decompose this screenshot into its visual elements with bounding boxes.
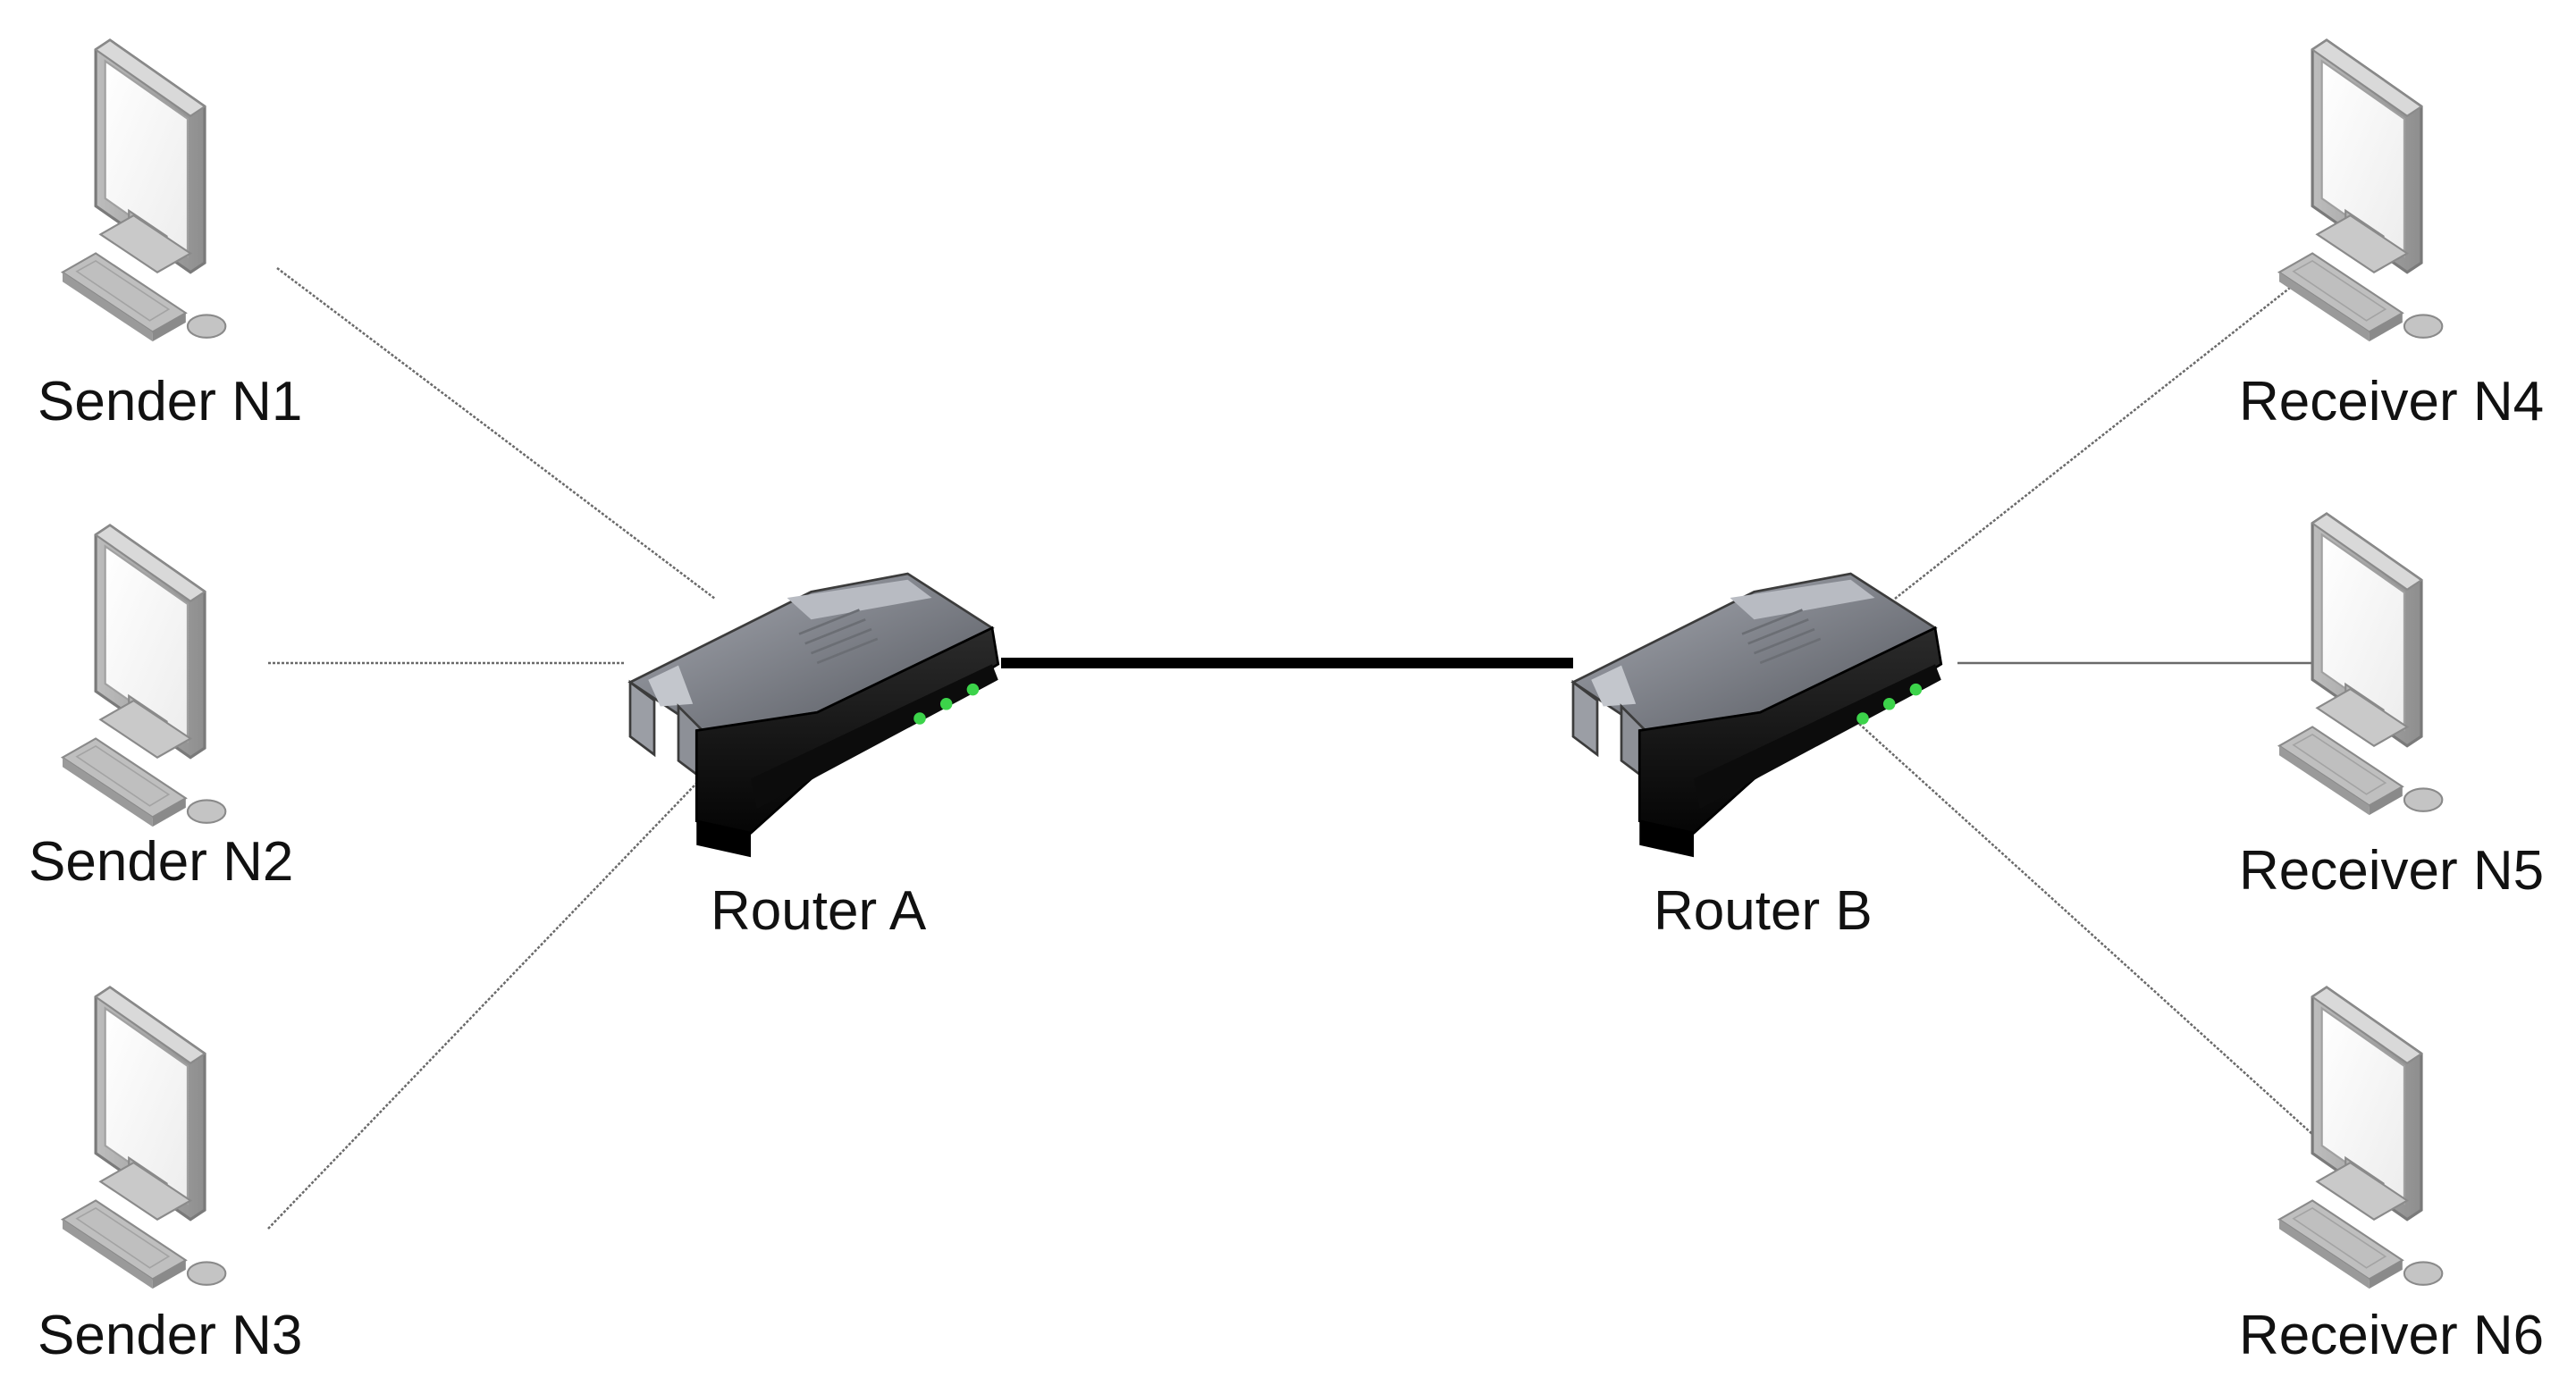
sender-n1[interactable]: [61, 38, 227, 343]
sender-n2[interactable]: [61, 524, 227, 828]
router-icon: [1571, 572, 1943, 859]
link-router-b-n4: [1894, 267, 2316, 600]
sender-n3[interactable]: [61, 986, 227, 1290]
router-b[interactable]: [1571, 572, 1943, 859]
receiver-n4[interactable]: [2277, 38, 2444, 343]
links: [267, 267, 2334, 1230]
router-a-label: Router A: [711, 880, 927, 942]
link-router-b-n6: [1858, 723, 2334, 1154]
receiver-n5[interactable]: [2277, 512, 2444, 817]
router-a[interactable]: [628, 572, 1000, 859]
receiver-n6-label: Receiver N6: [2239, 1305, 2544, 1366]
sender-n3-label: Sender N3: [38, 1305, 302, 1366]
receiver-n6[interactable]: [2277, 986, 2444, 1290]
link-n1-router-a: [276, 267, 716, 600]
desktop-computer-icon: [2277, 512, 2444, 817]
router-b-label: Router B: [1654, 880, 1873, 942]
desktop-computer-icon: [2277, 38, 2444, 343]
router-icon: [628, 572, 1000, 859]
receiver-n5-label: Receiver N5: [2239, 840, 2544, 902]
link-n3-router-a: [267, 763, 716, 1230]
receiver-n4-label: Receiver N4: [2239, 371, 2544, 432]
sender-n2-label: Sender N2: [29, 831, 293, 893]
desktop-computer-icon: [61, 38, 227, 343]
desktop-computer-icon: [61, 986, 227, 1290]
desktop-computer-icon: [61, 524, 227, 828]
sender-n1-label: Sender N1: [38, 371, 302, 432]
desktop-computer-icon: [2277, 986, 2444, 1290]
